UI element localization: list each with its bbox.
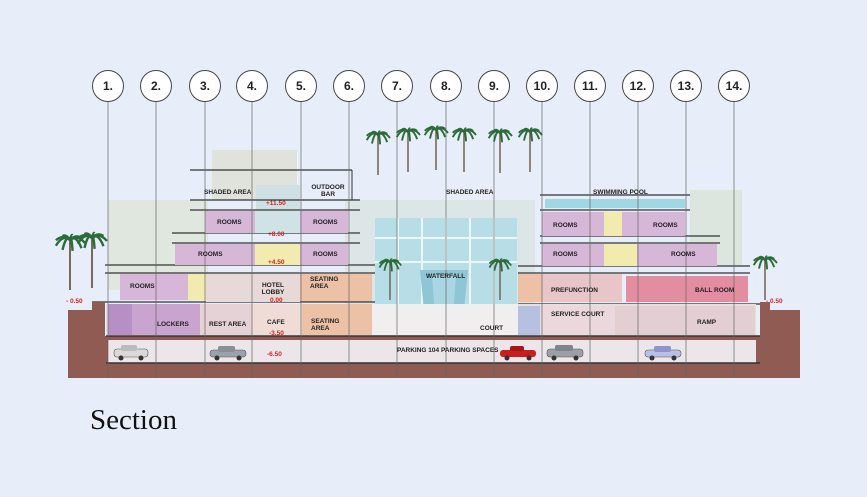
room-low-left	[120, 274, 188, 300]
label-rest-area: REST AREA	[209, 321, 247, 328]
core-r-mid	[604, 244, 637, 266]
seating-upper-block	[300, 274, 372, 302]
label-swimming-pool: SWIMMING POOL	[593, 189, 648, 196]
lobby-area	[206, 274, 300, 302]
grid-axis-11: 11.	[574, 70, 606, 102]
grid-axis-12: 12.	[622, 70, 654, 102]
grid-lines	[107, 102, 735, 378]
palm-tree-icon	[378, 258, 402, 300]
label-rooms-l-mid-a: ROOMS	[198, 251, 223, 258]
palm-tree-icon	[517, 127, 543, 172]
level-plus-8-00: +8.00	[268, 231, 285, 238]
palm-tree-icon	[54, 233, 86, 290]
level-plus-4-50: +4.50	[268, 259, 285, 266]
prefunction-block	[542, 274, 622, 302]
car-1-icon	[113, 345, 149, 361]
label-seating-area-upper: SEATING AREA	[310, 276, 339, 290]
palm-tree-icon	[488, 258, 512, 300]
grid-axis-4: 4.	[236, 70, 268, 102]
cafe-block	[252, 304, 302, 335]
palm-tree-icon	[451, 127, 477, 172]
level-minus-3-50: -3.50	[269, 330, 284, 337]
label-rooms-l-upper-a: ROOMS	[217, 219, 242, 226]
label-parking: PARKING 104 PARKING SPACES	[397, 347, 499, 354]
label-cafe: CAFE	[267, 319, 285, 326]
room-l-mid-a	[175, 244, 255, 265]
grid-axis-5: 5.	[285, 70, 317, 102]
palm-tree-icon	[487, 128, 513, 173]
label-hotel-lobby: HOTEL LOBBY	[261, 282, 285, 296]
core-r-upper	[604, 212, 622, 236]
car-3-icon	[500, 346, 536, 361]
label-prefunction: PREFUNCTION	[551, 287, 598, 294]
label-shaded-area-left: SHADED AREA	[204, 189, 252, 196]
core-l-upper	[255, 211, 300, 233]
grid-axis-8: 8.	[430, 70, 462, 102]
car-4-icon	[546, 345, 584, 361]
label-outdoor-bar: OUTDOOR BAR	[311, 184, 345, 198]
grid-axis-9: 9.	[478, 70, 510, 102]
caption: Section	[90, 404, 177, 436]
room-r-mid-a	[542, 244, 604, 266]
label-rooms-low-left: ROOMS	[130, 283, 155, 290]
label-rooms-r-upper-a: ROOMS	[553, 222, 578, 229]
label-rooms-r-mid-a: ROOMS	[553, 251, 578, 258]
level-right-minus-0-50: - 0.50	[766, 298, 783, 305]
grid-axis-3: 3.	[189, 70, 221, 102]
grid-axis-14: 14.	[718, 70, 750, 102]
level-plus-11-50: +11.50	[266, 200, 286, 207]
palm-tree-icon	[423, 125, 449, 170]
label-ball-room: BALL ROOM	[695, 287, 735, 294]
grid-axis-7: 7.	[381, 70, 413, 102]
rest-area-block	[200, 304, 252, 335]
label-rooms-l-mid-b: ROOMS	[313, 251, 338, 258]
car-5-icon	[644, 346, 682, 361]
level-minus-6-50: -6.50	[267, 351, 282, 358]
label-rooms-r-mid-b: ROOMS	[671, 251, 696, 258]
room-l-upper-b	[300, 211, 348, 233]
label-rooms-r-upper-b: ROOMS	[653, 222, 678, 229]
room-l-upper-a	[205, 211, 255, 233]
parking-level	[108, 340, 756, 363]
label-waterfall: WATERFALL	[426, 273, 466, 280]
room-r-upper-b	[622, 212, 685, 236]
label-lockers: LOCKERS	[157, 321, 189, 328]
room-r-upper-a	[542, 212, 604, 236]
level-left-minus-0-50: - 0.50	[66, 298, 83, 305]
palm-trees	[54, 125, 778, 300]
grid-axis-6: 6.	[333, 70, 365, 102]
label-seating-area-lower: SEATING AREA	[311, 318, 340, 332]
lockers-dark	[108, 304, 132, 335]
label-court: COURT	[480, 325, 504, 332]
core-l-mid	[255, 244, 300, 265]
level-0-00: 0.00	[270, 297, 283, 304]
palm-tree-icon	[395, 127, 421, 172]
label-ramp: RAMP	[697, 319, 717, 326]
label-rooms-l-upper-b: ROOMS	[313, 219, 338, 226]
prefunction-entry	[518, 274, 542, 302]
label-shaded-area-center: SHADED AREA	[446, 189, 494, 196]
grid-axis-10: 10.	[526, 70, 558, 102]
grid-axis-2: 2.	[140, 70, 172, 102]
palm-tree-icon	[76, 231, 108, 288]
seating-lower-block	[302, 304, 372, 335]
room-l-mid-b	[300, 244, 348, 265]
room-r-mid-b	[637, 244, 717, 266]
service-core	[518, 306, 540, 335]
pool-water	[545, 199, 685, 208]
palm-tree-icon	[752, 255, 778, 300]
grid-axis-13: 13.	[670, 70, 702, 102]
ballroom-block	[626, 276, 748, 302]
outdoor-bar-block	[256, 185, 300, 210]
core-low-left	[188, 274, 206, 300]
label-service-court: SERVICE COURT	[551, 311, 605, 318]
car-2-icon	[209, 346, 247, 361]
grid-axis-1: 1.	[92, 70, 124, 102]
service-court-block	[540, 306, 615, 335]
palm-tree-icon	[365, 130, 391, 175]
